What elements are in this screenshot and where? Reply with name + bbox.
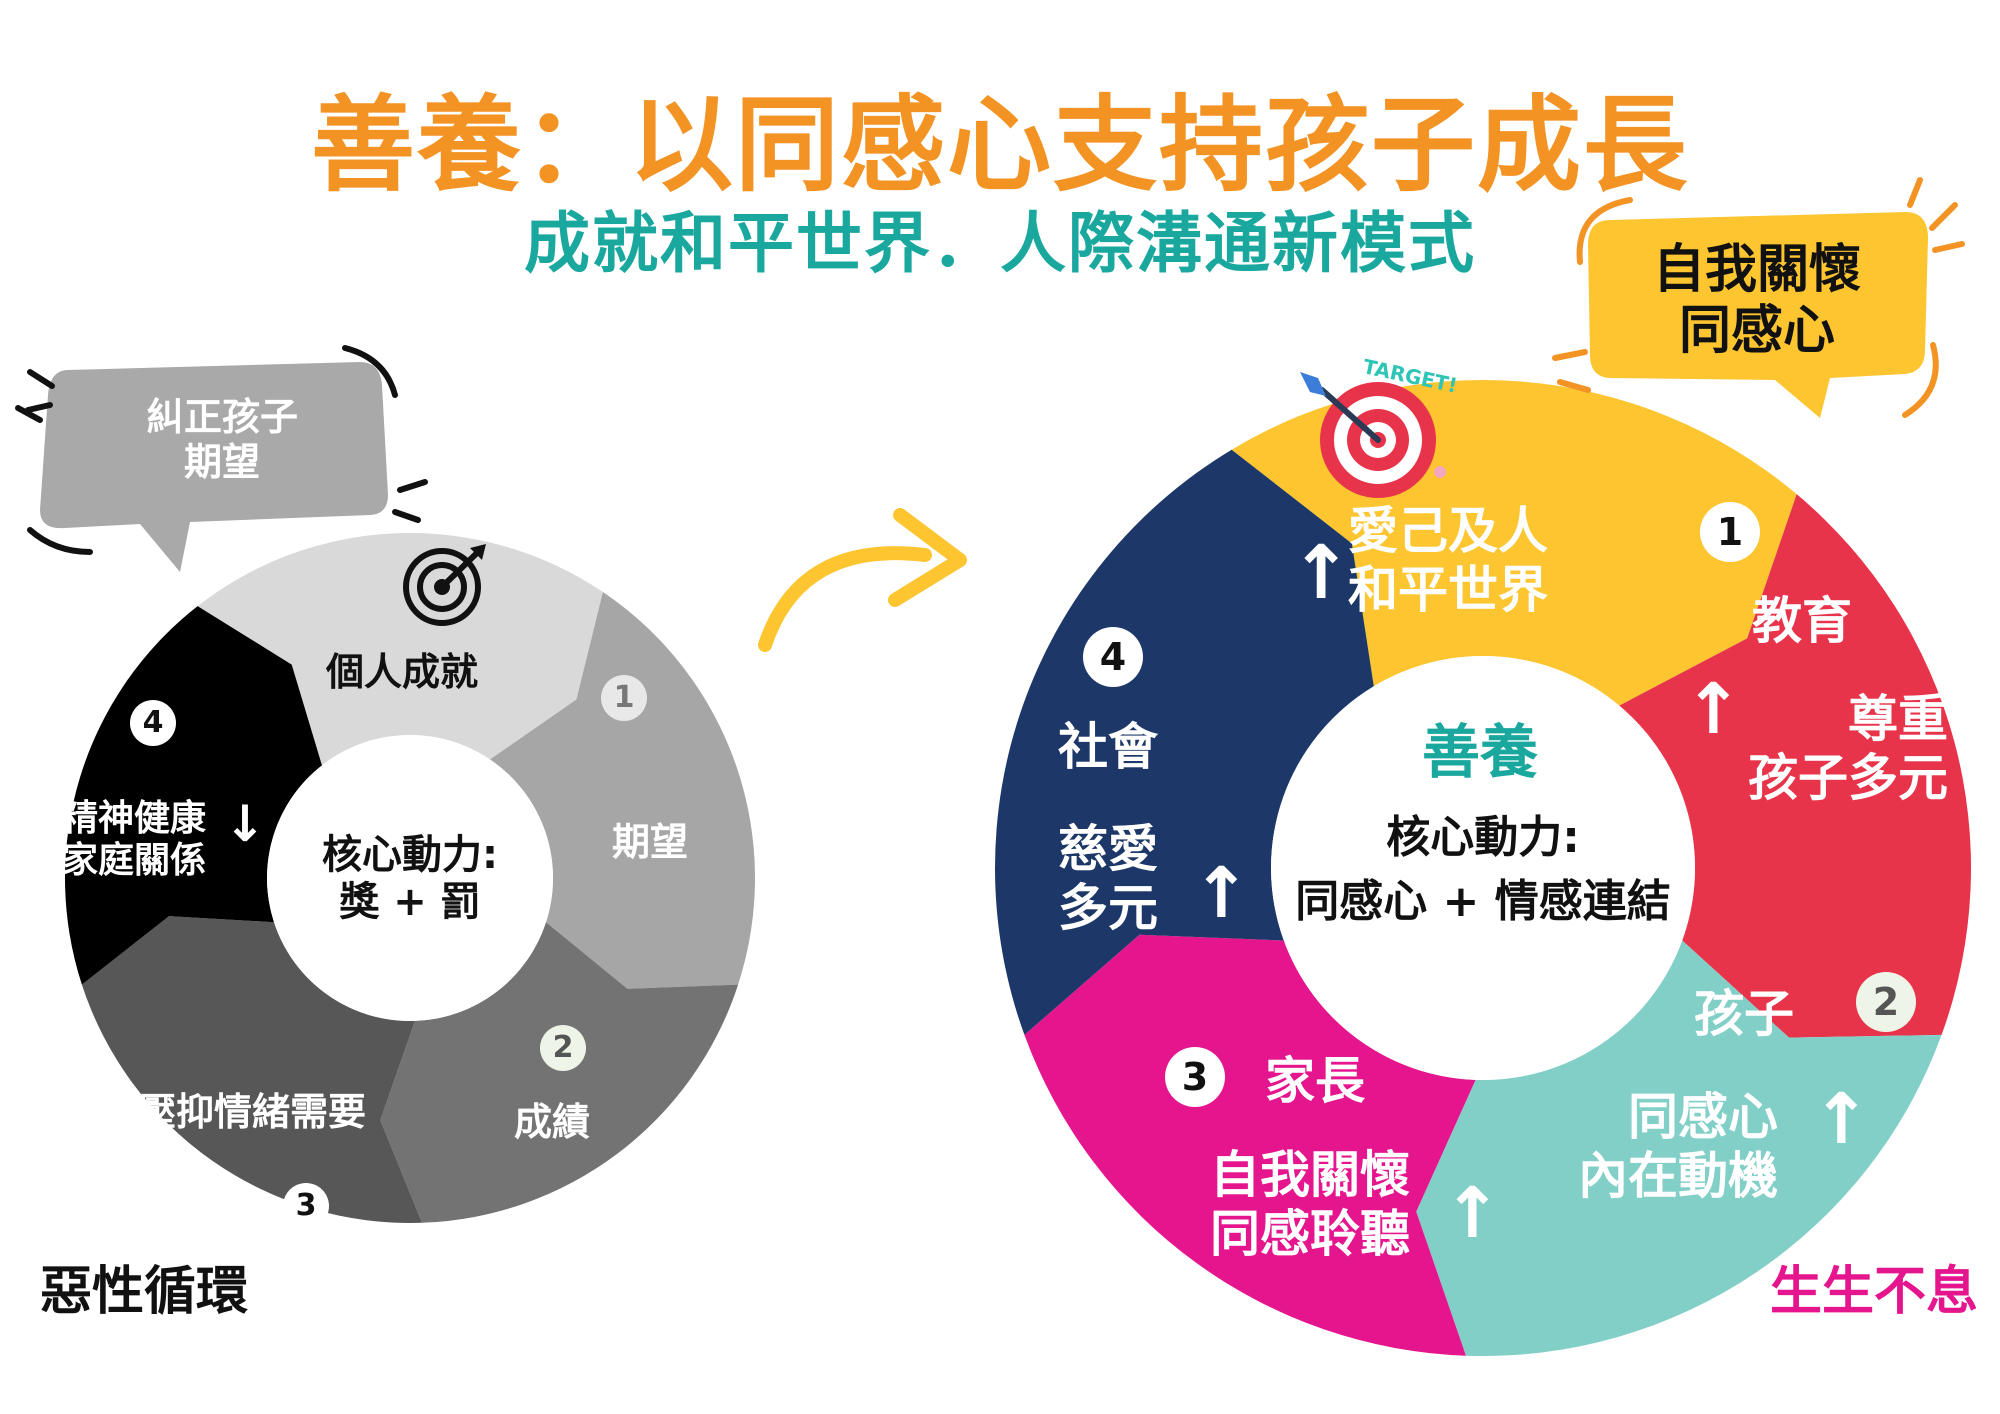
dartboard-icon [1300, 372, 1446, 498]
right-segment-parent [1024, 934, 1476, 1356]
left-bubble-text: 糾正孩子 期望 [145, 395, 299, 484]
up-arrow-icon: ↑ [1812, 1078, 1871, 1160]
left-segment-suppressed-emotions [81, 916, 423, 1223]
page-title: 善養：以同感心支持孩子成長 [310, 84, 1689, 206]
right-segment-label-1: 尊重 孩子多元 [1748, 690, 1948, 807]
left-step-2-badge: 2 [540, 1025, 586, 1071]
right-bubble-text: 自我關懷 同感心 [1652, 240, 1862, 362]
down-arrow-icon: ↓ [224, 795, 266, 853]
left-segment-label-4: 精神健康 家庭關係 [62, 798, 207, 882]
right-step-4-badge: 4 [1083, 627, 1143, 687]
up-arrow-icon: ↑ [1443, 1172, 1502, 1254]
right-step-3-badge: 3 [1165, 1047, 1225, 1107]
left-segment-grades [380, 922, 739, 1223]
left-segment-label-2: 成績 [513, 1100, 591, 1144]
up-arrow-icon: ↑ [1290, 530, 1353, 616]
left-segment-expectation [489, 591, 755, 989]
left-segment-mental-health [64, 606, 322, 985]
up-arrow-icon: ↑ [1684, 668, 1743, 750]
right-segment-label-2: 同感心 內在動機 [1578, 1088, 1778, 1205]
left-step-3-badge: 3 [283, 1183, 329, 1229]
left-segment-label-0: 個人成就 [325, 650, 479, 694]
page-subtitle: 成就和平世界．人際溝通新模式 [524, 205, 1476, 282]
left-cycle [15, 345, 755, 1223]
transition-arrow [758, 508, 967, 652]
right-center-text: 核心動力: 同感心 + 情感連結 [1295, 812, 1671, 927]
left-speech-bubble [40, 362, 388, 572]
right-segment-heading-4: 社會 [1058, 718, 1158, 776]
right-speech-bubble [1588, 212, 1928, 418]
right-step-2-badge: 2 [1856, 972, 1916, 1032]
left-caption: 惡性循環 [40, 1262, 249, 1322]
up-arrow-icon: ↑ [1192, 852, 1251, 934]
right-cycle [995, 177, 1971, 1356]
left-bubble-ticks [15, 345, 428, 555]
right-segment-heading-2: 孩子 [1694, 985, 1794, 1043]
right-center-circle [1271, 656, 1695, 1080]
left-step-4-badge: 4 [130, 700, 176, 746]
left-center-circle [267, 735, 553, 1021]
right-segment-education [1619, 494, 1971, 1038]
right-caption: 生生不息 [1770, 1262, 1979, 1322]
right-segment-child [1416, 940, 1942, 1356]
right-center-title: 善養 [1421, 718, 1539, 786]
left-step-1-badge: 1 [601, 675, 647, 721]
left-center-text: 核心動力: 獎 + 罰 [322, 832, 498, 926]
right-segment-label-3: 自我關懷 同感聆聽 [1210, 1146, 1410, 1263]
right-step-1-badge: 1 [1700, 502, 1760, 562]
right-segment-society [995, 449, 1374, 1035]
right-segment-heading-1: 教育 [1752, 592, 1852, 650]
right-bubble-ticks [1552, 177, 1965, 418]
right-segment-label-0: 愛己及人 和平世界 [1348, 502, 1548, 619]
left-segment-label-3: 壓抑情緒需要 [137, 1090, 367, 1134]
right-segment-heading-3: 家長 [1265, 1052, 1365, 1110]
left-segment-label-1: 期望 [611, 820, 689, 864]
left-segment-personal-achievement [197, 533, 603, 766]
right-segment-label-4: 慈愛 多元 [1058, 820, 1158, 937]
target-icon [403, 544, 486, 626]
